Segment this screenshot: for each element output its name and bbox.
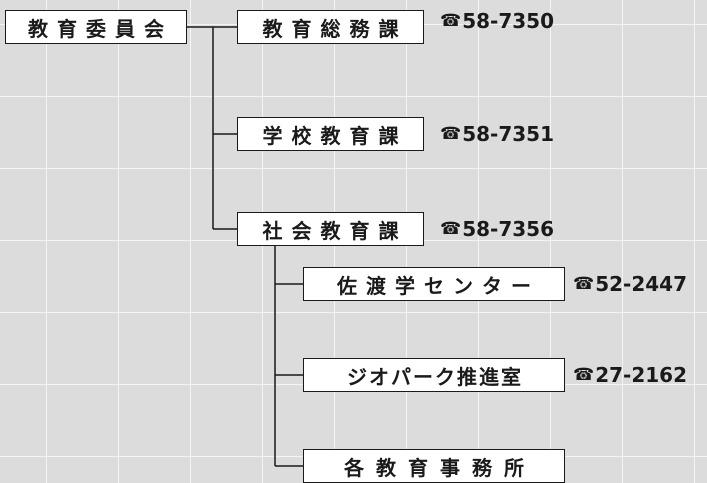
phone-number: 58-7356 — [462, 217, 554, 241]
dept-box-general-affairs: 教育総務課 — [237, 10, 424, 44]
telephone-icon: ☎ — [440, 219, 462, 239]
phone-number: 58-7350 — [462, 9, 554, 33]
phone-geopark-promotion-office: ☎27-2162 — [573, 358, 687, 392]
dept-box-school-education: 学校教育課 — [237, 117, 424, 151]
telephone-icon: ☎ — [573, 274, 595, 294]
root-box-board-of-education: 教育委員会 — [5, 10, 187, 44]
phone-number: 27-2162 — [595, 363, 687, 387]
phone-school-education: ☎58-7351 — [440, 117, 554, 151]
sub-box-education-offices: 各教育事務所 — [303, 449, 565, 483]
phone-social-education: ☎58-7356 — [440, 212, 554, 246]
dept-box-social-education: 社会教育課 — [237, 212, 424, 246]
phone-sado-studies-center: ☎52-2447 — [573, 267, 687, 301]
phone-number: 52-2447 — [595, 272, 687, 296]
sub-box-sado-studies-center: 佐渡学センター — [303, 267, 565, 301]
sub-box-geopark-promotion-office: ジオパーク推進室 — [303, 358, 565, 392]
phone-number: 58-7351 — [462, 122, 554, 146]
telephone-icon: ☎ — [440, 11, 462, 31]
telephone-icon: ☎ — [573, 365, 595, 385]
phone-general-affairs: ☎58-7350 — [440, 4, 554, 38]
telephone-icon: ☎ — [440, 124, 462, 144]
